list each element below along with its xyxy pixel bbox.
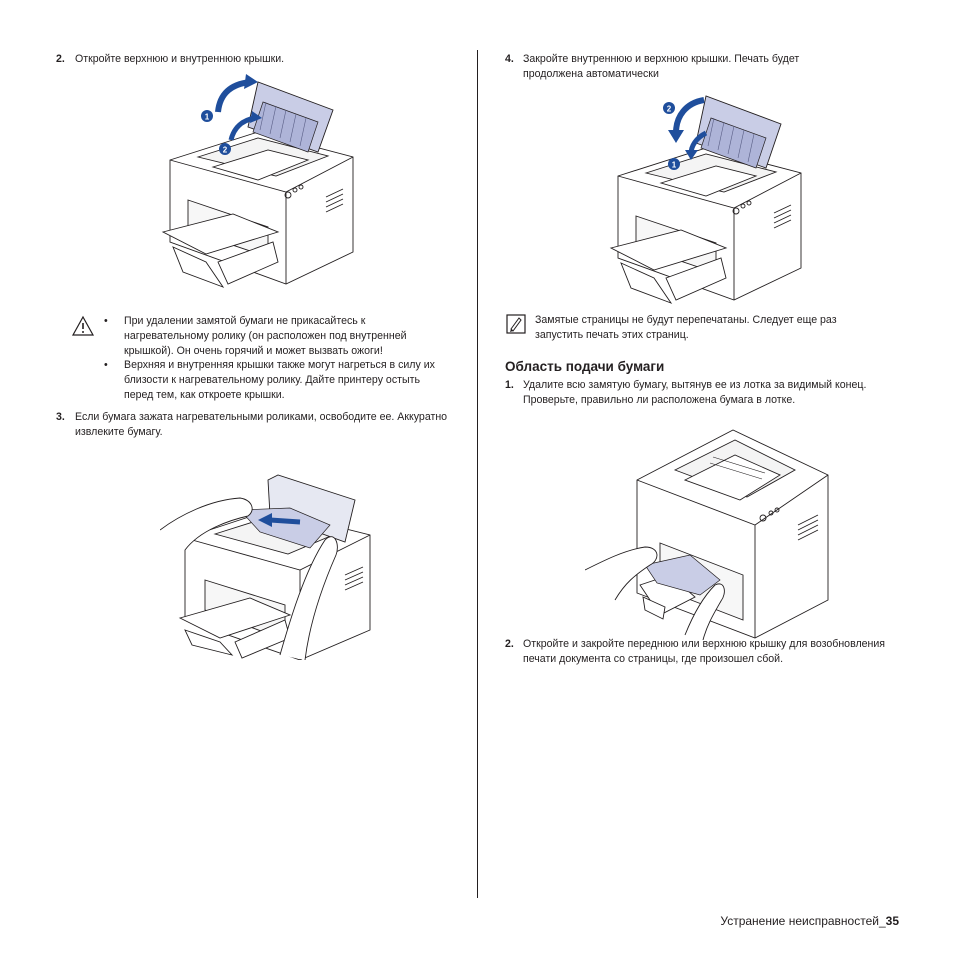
note-text: Замятые страницы не будут перепечатаны. … [535,314,837,341]
step-text: Удалите всю замятую бумагу, вытянув ее и… [523,379,867,406]
warning-triangle-icon [71,315,95,336]
remove-jammed-paper-illustration [160,474,371,660]
callout-1: 1 [205,113,210,122]
printer-open-covers-illustration: 1 2 [161,74,354,288]
step-2-right: 2. Откройте и закройте переднюю или верх… [505,637,905,665]
step-text: Откройте верхнюю и внутреннюю крышки. [75,53,285,65]
step-number: 2. [56,53,65,65]
printer-close-covers-illustration: 2 1 [609,95,802,304]
bullet-2: • [104,359,108,371]
step-text: Закройте внутреннюю и верхнюю крышки. Пе… [523,53,800,80]
step-text: Откройте и закройте переднюю или верхнюю… [523,638,886,665]
step-number: 4. [505,53,514,65]
pull-paper-from-tray-illustration [585,429,829,640]
step-number: 3. [56,411,65,423]
page-footer: Устранение неисправностей_35 [720,914,899,928]
bullet-1: • [104,315,108,327]
step-text: Если бумага зажата нагревательными ролик… [75,411,448,438]
callout-2: 2 [667,105,672,114]
note-pencil-icon [506,314,526,334]
callout-2: 2 [223,146,228,155]
step-4-right: 4. Закройте внутреннюю и верхнюю крышки.… [505,52,905,80]
step-2-left: 2. Откройте верхнюю и внутреннюю крышки. [56,52,456,67]
caution-item-1: При удалении замятой бумаги не прикасайт… [124,315,407,357]
step-1-right: 1. Удалите всю замятую бумагу, вытянув е… [505,378,905,406]
section-title: Область подачи бумаги [505,359,665,374]
page-number: 35 [885,914,899,928]
callout-1: 1 [672,161,677,170]
column-divider [477,50,478,898]
caution-item-2: Верхняя и внутренняя крышки также могут … [124,359,435,401]
footer-chapter: Устранение неисправностей_ [720,914,886,928]
step-3-left: 3. Если бумага зажата нагревательными ро… [56,410,456,438]
step-number: 1. [505,379,514,391]
step-number: 2. [505,638,514,650]
